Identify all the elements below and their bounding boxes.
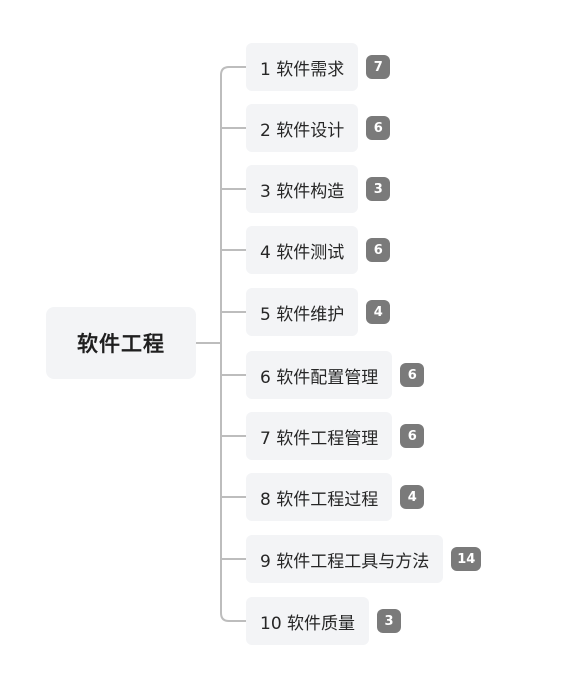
branch-topic-box[interactable]: 4 软件测试	[246, 226, 359, 274]
subtopic-count-badge[interactable]: 6	[366, 238, 391, 262]
branch-topic-label: 5 软件维护	[260, 304, 345, 325]
branch-topic-label: 3 软件构造	[260, 181, 345, 202]
subtopic-count: 6	[407, 367, 417, 383]
branch-topic-label: 9 软件工程工具与方法	[260, 551, 430, 572]
branch-topic-box[interactable]: 10 软件质量	[246, 597, 370, 645]
branch-topic-label: 6 软件配置管理	[260, 367, 379, 388]
branch-topic[interactable]: 4 软件测试 6	[246, 226, 391, 274]
branch-connector-line	[220, 612, 246, 622]
branch-topic-box[interactable]: 2 软件设计	[246, 104, 359, 152]
branch-topic-label: 8 软件工程过程	[260, 489, 379, 510]
subtopic-count: 4	[373, 304, 383, 320]
subtopic-count: 7	[373, 59, 383, 75]
branch-topic[interactable]: 9 软件工程工具与方法 14	[246, 535, 482, 583]
subtopic-count: 4	[407, 489, 417, 505]
branch-topic[interactable]: 7 软件工程管理 6	[246, 412, 425, 460]
branch-topic-box[interactable]: 6 软件配置管理	[246, 351, 393, 399]
branch-topic-box[interactable]: 8 软件工程过程	[246, 473, 393, 521]
branch-topic-label: 2 软件设计	[260, 120, 345, 141]
subtopic-count-badge[interactable]: 4	[366, 300, 391, 324]
branch-topic-label: 7 软件工程管理	[260, 428, 379, 449]
branch-topic[interactable]: 10 软件质量 3	[246, 597, 402, 645]
subtopic-count-badge[interactable]: 6	[366, 116, 391, 140]
subtopic-count-badge[interactable]: 7	[366, 55, 391, 79]
branch-topic[interactable]: 5 软件维护 4	[246, 288, 391, 336]
branch-topic-box[interactable]: 5 软件维护	[246, 288, 359, 336]
subtopic-count-badge[interactable]: 6	[400, 424, 425, 448]
branch-connector-line	[220, 66, 246, 76]
branch-topic-box[interactable]: 7 软件工程管理	[246, 412, 393, 460]
branch-topic-box[interactable]: 1 软件需求	[246, 43, 359, 91]
subtopic-count: 3	[384, 613, 394, 629]
subtopic-count-badge[interactable]: 6	[400, 363, 425, 387]
subtopic-count: 3	[373, 181, 383, 197]
branch-topic-label: 4 软件测试	[260, 242, 345, 263]
subtopic-count-badge[interactable]: 14	[451, 547, 482, 571]
branch-topic-box[interactable]: 3 软件构造	[246, 165, 359, 213]
root-topic-label: 软件工程	[77, 332, 165, 356]
subtopic-count: 6	[373, 120, 383, 136]
branch-topic[interactable]: 3 软件构造 3	[246, 165, 391, 213]
root-topic[interactable]: 软件工程	[46, 307, 196, 379]
branch-topic-label: 1 软件需求	[260, 59, 345, 80]
branch-topic[interactable]: 1 软件需求 7	[246, 43, 391, 91]
branch-topic[interactable]: 8 软件工程过程 4	[246, 473, 425, 521]
subtopic-count-badge[interactable]: 3	[377, 609, 402, 633]
subtopic-count: 6	[407, 428, 417, 444]
subtopic-count-badge[interactable]: 3	[366, 177, 391, 201]
subtopic-count-badge[interactable]: 4	[400, 485, 425, 509]
subtopic-count: 14	[457, 551, 476, 567]
branch-topic-label: 10 软件质量	[260, 613, 356, 634]
subtopic-count: 6	[373, 242, 383, 258]
branch-topic-box[interactable]: 9 软件工程工具与方法	[246, 535, 444, 583]
branch-topic[interactable]: 2 软件设计 6	[246, 104, 391, 152]
branch-topic[interactable]: 6 软件配置管理 6	[246, 351, 425, 399]
